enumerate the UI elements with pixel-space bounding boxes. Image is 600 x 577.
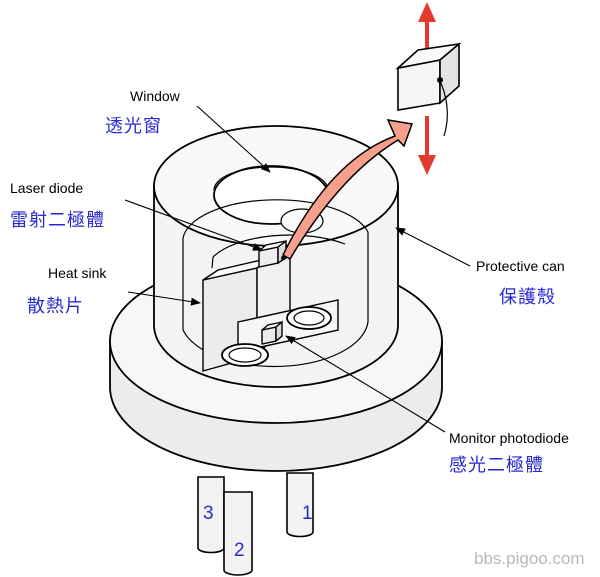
- heat-sink-label-zh: 散熱片: [27, 296, 84, 317]
- window-label-zh: 透光窗: [105, 116, 162, 137]
- pin-1-shape: [286, 472, 314, 538]
- pin-1-label: 1: [302, 503, 313, 524]
- monitor-photodiode-label: Monitor photodiode: [449, 430, 569, 446]
- laser-diode-chip: [258, 239, 287, 268]
- pins: [197, 472, 314, 576]
- pin-2-shape: [223, 491, 253, 576]
- output-detector-box: [395, 42, 462, 137]
- protective-can-leader: [395, 227, 471, 267]
- protective-can-label: Protective can: [476, 258, 565, 274]
- monitor-photodiode-chip: [261, 320, 283, 345]
- laser-diode-leader: [124, 199, 263, 251]
- laser-diode-label-zh: 雷射二極體: [10, 210, 105, 231]
- window-leader: [196, 105, 271, 173]
- laser-diode-label: Laser diode: [10, 180, 84, 196]
- heat-sink-leader: [127, 291, 201, 306]
- pin-2-label: 2: [234, 540, 245, 561]
- monitor-photodiode-leader: [285, 335, 446, 433]
- emitted-beam-arrow: [282, 119, 414, 261]
- protective-can-label-zh: 保護殼: [499, 287, 556, 308]
- lead-holes: [221, 306, 332, 367]
- pin-3-label: 3: [203, 503, 214, 524]
- window-label: Window: [130, 88, 180, 104]
- leader-lines: [124, 105, 471, 433]
- monitor-photodiode-label-zh: 感光二極體: [449, 455, 544, 476]
- heat-sink-label: Heat sink: [48, 265, 107, 281]
- watermark-text: bbs.pigoo.com: [474, 549, 585, 568]
